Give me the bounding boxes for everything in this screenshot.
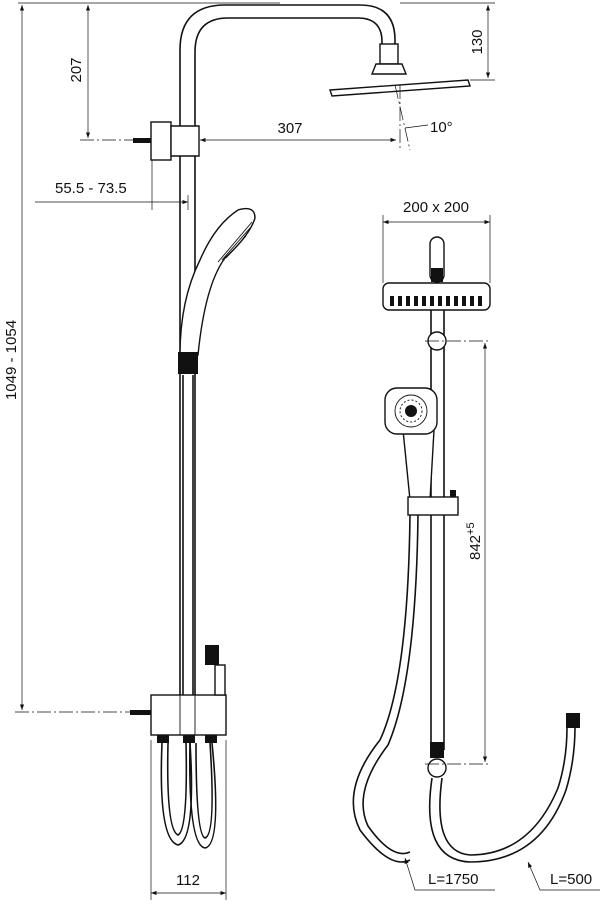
dim-head-size: 200 x 200 — [403, 199, 469, 216]
dim-head-height: 130 — [469, 29, 486, 54]
rail-pipe — [430, 310, 445, 750]
bottom-mixer — [130, 645, 227, 849]
dimensions-front: 200 x 200 842+5 L=1750 L=500 — [382, 199, 600, 891]
label-hose-short: L=500 — [550, 871, 592, 888]
wall-bracket — [133, 121, 200, 161]
dim-mixer-width: 112 — [176, 872, 200, 889]
dim-head-tilt: 10° — [430, 119, 453, 136]
slider — [407, 496, 459, 516]
label-hose-long: L=1750 — [428, 871, 478, 888]
dimensions-side: 1049 - 1054 207 130 307 10° 55.5 - 73.5 … — [3, 2, 495, 900]
dim-total-height: 1049 - 1054 — [3, 320, 20, 400]
riser-pipe — [179, 4, 396, 700]
dim-rail-length: 842+5 — [465, 522, 484, 560]
side-view — [15, 4, 471, 849]
hand-shower-front — [384, 387, 438, 501]
front-view — [352, 236, 580, 863]
head-connector — [379, 43, 399, 65]
dim-arm-drop: 207 — [68, 57, 85, 82]
dim-wall-distance: 55.5 - 73.5 — [55, 180, 127, 197]
dim-arm-reach: 307 — [277, 120, 302, 137]
hand-shower-side — [178, 207, 256, 374]
